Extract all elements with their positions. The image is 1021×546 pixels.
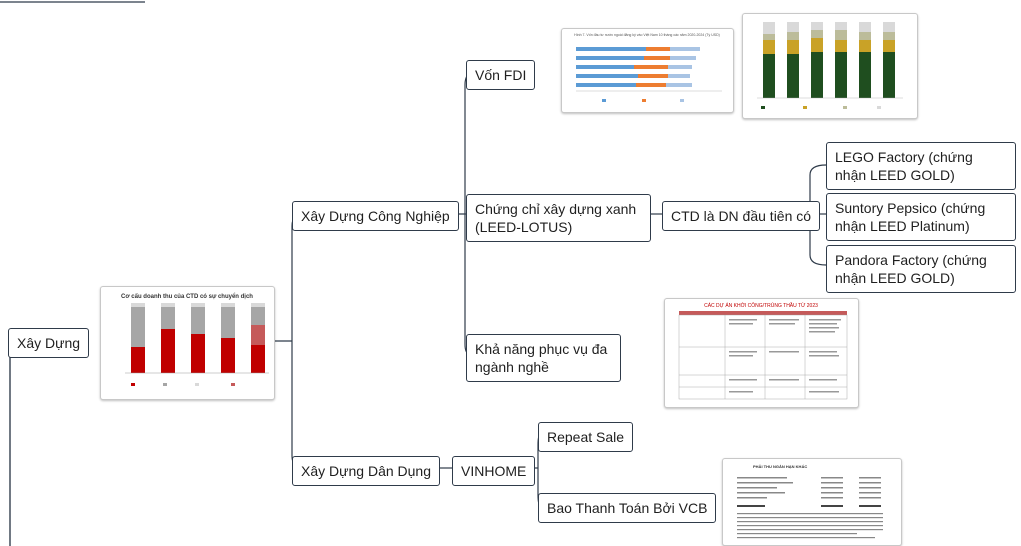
serve-capability-node[interactable]: Khả năng phục vụ đa ngành nghề — [466, 334, 621, 382]
fdi-node[interactable]: Vốn FDI — [466, 60, 536, 90]
receivable-title: PHẢI THU NGẮN HẠN KHÁC — [753, 464, 807, 469]
root-node[interactable]: Xây Dựng — [8, 328, 90, 358]
revenue-structure-image[interactable]: Cơ cấu doanh thu của CTD có sự chuyển dị… — [100, 286, 275, 400]
vcb-node[interactable]: Bao Thanh Toán Bởi VCB — [538, 493, 717, 523]
pandora-node[interactable]: Pandora Factory (chứng nhận LEED GOLD) — [826, 245, 1016, 293]
stacked-chart-image[interactable] — [742, 13, 918, 119]
industrial-node[interactable]: Xây Dựng Công Nghiệp — [292, 201, 459, 231]
suntory-node[interactable]: Suntory Pepsico (chứng nhận LEED Platinu… — [826, 193, 1016, 241]
receivables-document-image[interactable]: PHẢI THU NGẮN HẠN KHÁC — [722, 458, 902, 546]
fdi-chart-title: Hình 7. Vốn đầu tư nước ngoài đăng ký và… — [574, 33, 720, 37]
civil-node[interactable]: Xây Dựng Dân Dụng — [292, 456, 440, 486]
projects-table-title: CÁC DỰ ÁN KHỞI CÔNG/TRÚNG THẦU TỪ 2023 — [704, 302, 818, 309]
vinhome-node[interactable]: VINHOME — [452, 456, 536, 486]
fdi-chart-image[interactable]: Hình 7. Vốn đầu tư nước ngoài đăng ký và… — [561, 28, 734, 113]
repeat-sale-node[interactable]: Repeat Sale — [538, 422, 634, 452]
green-cert-node[interactable]: Chứng chỉ xây dựng xanh (LEED-LOTUS) — [466, 194, 651, 242]
lego-node[interactable]: LEGO Factory (chứng nhận LEED GOLD) — [826, 142, 1016, 190]
revenue-chart-title: Cơ cấu doanh thu của CTD có sự chuyển dị… — [121, 293, 253, 300]
first-company-node[interactable]: CTD là DN đầu tiên có — [662, 201, 821, 231]
projects-table-image[interactable]: CÁC DỰ ÁN KHỞI CÔNG/TRÚNG THẦU TỪ 2023 — [664, 298, 859, 408]
